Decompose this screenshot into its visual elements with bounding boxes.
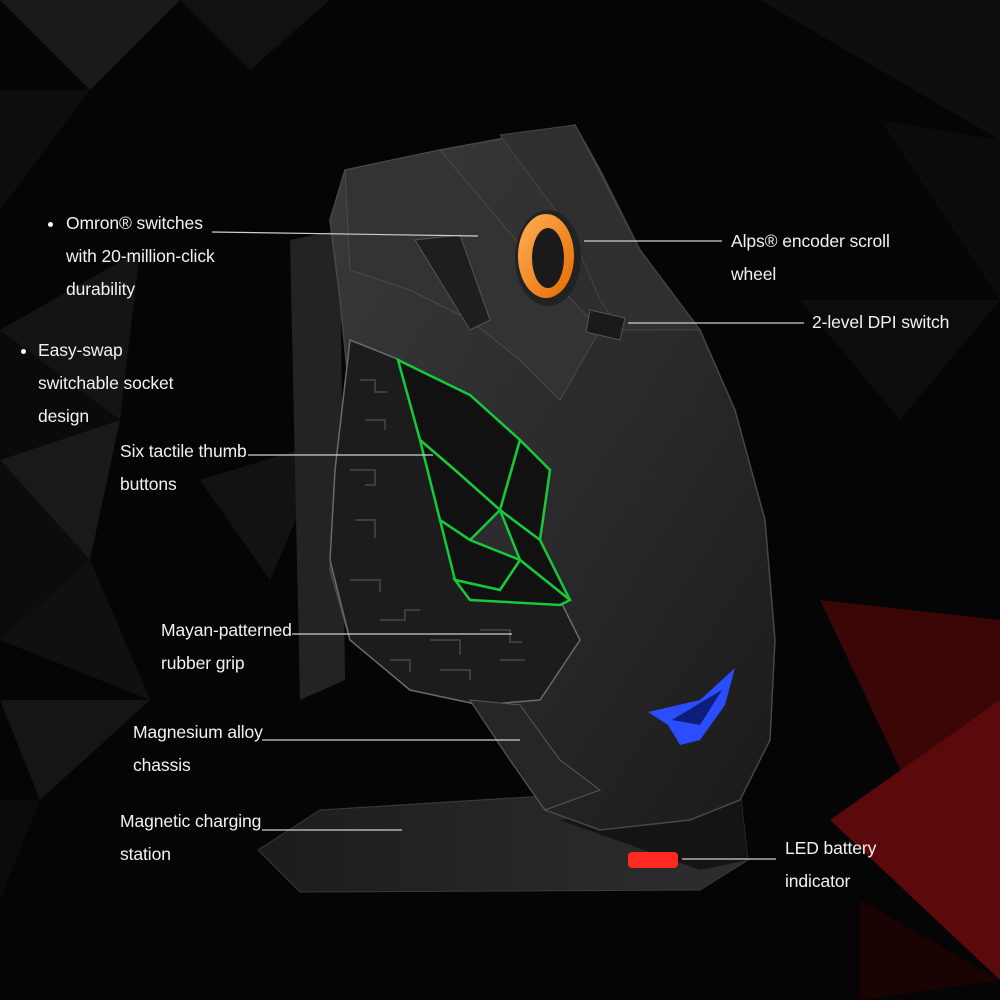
callout-omron-switches: Omron® switches with 20-million-click du… [66,207,215,306]
bullet-dot-icon [21,349,26,354]
callout-rubber-grip: Mayan-patterned rubber grip [161,614,292,680]
callout-easy-swap: Easy-swap switchable socket design [38,334,174,433]
callout-line: Mayan-patterned [161,620,292,640]
battery-led [628,852,678,868]
callout-charging-station: Magnetic charging station [120,805,261,871]
callout-line: buttons [120,474,177,494]
callout-line: Magnesium alloy [133,722,263,742]
callout-line: Six tactile thumb [120,441,247,461]
callout-line: Alps® encoder scroll [731,231,890,251]
dpi-switch [585,309,626,341]
callout-chassis: Magnesium alloy chassis [133,716,263,782]
callout-line: with 20-million-click [66,246,215,266]
callout-scroll-wheel: Alps® encoder scroll wheel [731,225,890,291]
callout-line: station [120,844,171,864]
rog-eye-logo-icon [648,668,735,745]
callout-line: chassis [133,755,191,775]
callout-thumb-buttons: Six tactile thumb buttons [120,435,247,501]
callout-line: Magnetic charging [120,811,262,831]
callout-line: wheel [731,264,777,284]
callout-line: LED battery [785,838,877,858]
callout-line: rubber grip [161,653,245,673]
callout-line: switchable socket [38,373,174,393]
callout-line: indicator [785,871,851,891]
callout-battery-indicator: LED battery indicator [785,832,876,898]
callout-line: durability [66,279,136,299]
thumb-buttons [396,357,573,607]
scroll-wheel [515,210,581,306]
callout-line: Omron® switches [66,213,203,233]
callout-dpi-switch: 2-level DPI switch [812,306,949,339]
callout-line: Easy-swap [38,340,123,360]
callout-line: design [38,406,89,426]
leader-omron [211,231,479,237]
callout-line: 2-level DPI switch [812,312,950,332]
charging-station-back [290,230,345,700]
bullet-dot-icon [48,222,53,227]
